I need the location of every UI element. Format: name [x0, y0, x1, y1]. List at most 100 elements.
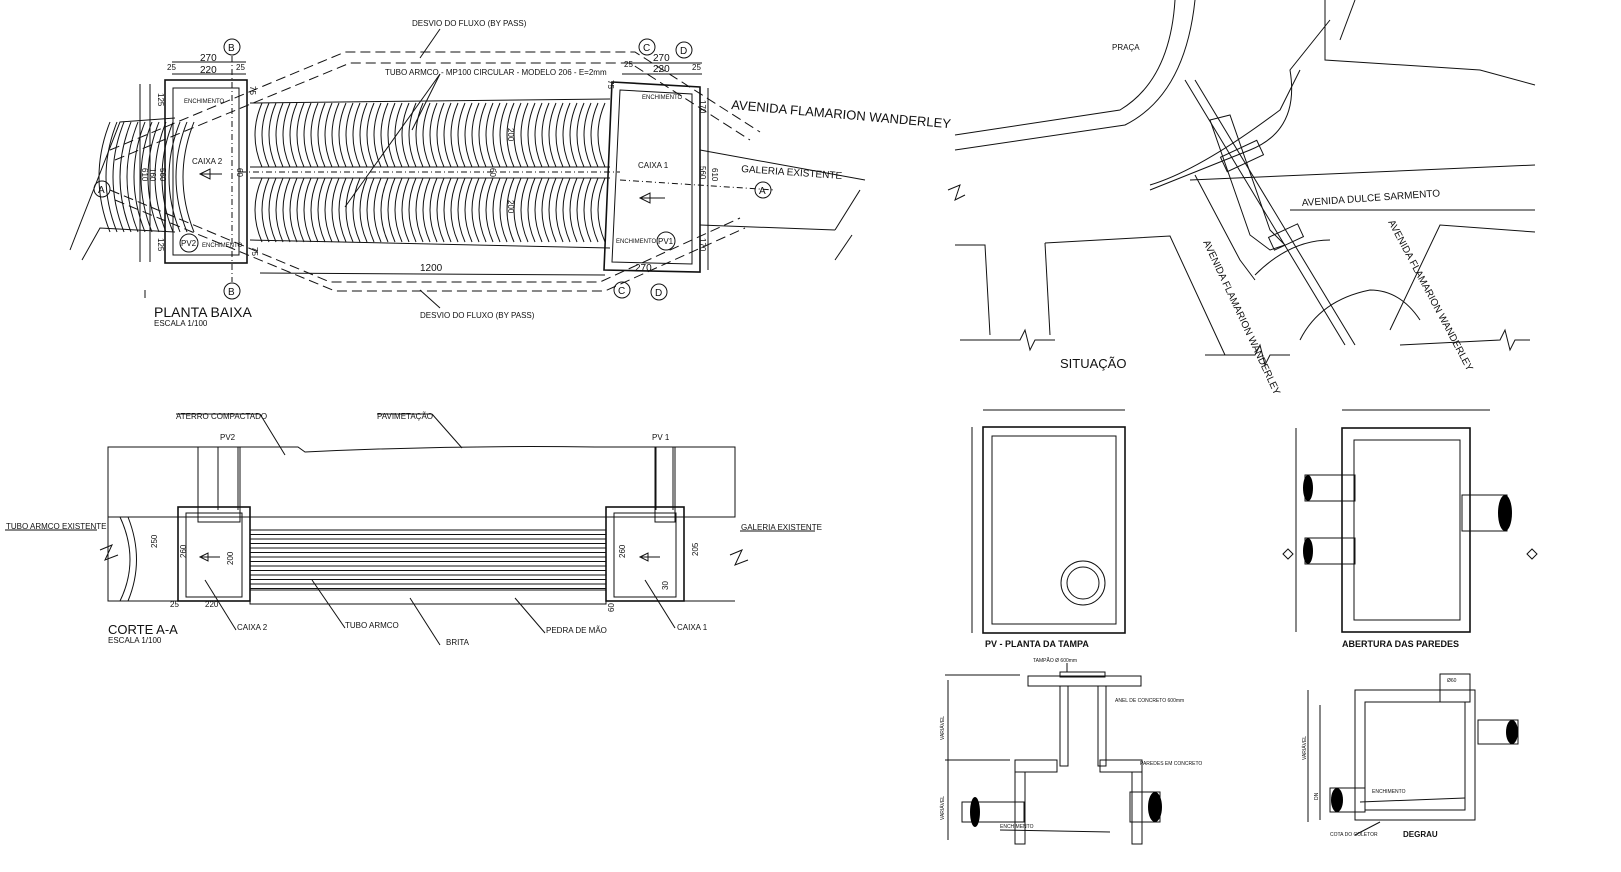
corrugation-line [436, 177, 445, 243]
dim-75: 75 [248, 86, 257, 95]
pavimentacao-label: PAVIMETAÇÃO [377, 412, 433, 421]
svg-text:C: C [618, 286, 625, 297]
dim-220: 220 [200, 65, 217, 76]
corrugation-line [387, 177, 396, 243]
corrugation-line [161, 121, 174, 233]
corrugation-line [513, 177, 522, 243]
abertura-title: ABERTURA DAS PAREDES [1342, 639, 1459, 649]
corrugation-line [583, 177, 592, 243]
dim-560: 560 [698, 166, 707, 180]
corrugation-line [471, 102, 480, 168]
dim-610: 610 [710, 168, 719, 182]
corrugation-line [331, 177, 340, 243]
corte-title: CORTE A-A [108, 622, 178, 637]
corrugation-line [345, 177, 354, 243]
paredes-label: PAREDES EM CONCRETO [1140, 761, 1202, 767]
caixa2-label: CAIXA 2 [192, 157, 223, 166]
corrugation-line [485, 177, 494, 243]
corrugation-line [254, 102, 263, 168]
praca-label: PRAÇA [1112, 43, 1140, 52]
dim-250: 250 [150, 534, 159, 548]
variavel-label: VARIÁVEL [1301, 736, 1308, 760]
avenida-label: AVENIDA FLAMARION WANDERLEY [731, 97, 952, 131]
pv2-label: PV2 [220, 433, 236, 442]
corrugation-line [401, 177, 410, 243]
tubo-armco-label: TUBO ARMCO - MP100 CIRCULAR - MODELO 206… [385, 68, 607, 77]
corrugation-line [569, 177, 578, 243]
variavel-label: VARIÁVEL [939, 716, 946, 740]
caixa1-label: CAIXA 1 [677, 623, 708, 632]
svg-text:A: A [759, 186, 766, 197]
corrugation-line [119, 121, 132, 233]
pedra-label: PEDRA DE MÃO [546, 626, 607, 635]
dim-25: 25 [170, 600, 179, 609]
corrugation-line [289, 102, 298, 168]
corrugation-line [317, 102, 326, 168]
dim-610: 610 [140, 168, 149, 182]
dim-25: 25 [692, 63, 701, 72]
corrugation-line [98, 121, 111, 233]
corrugation-line [296, 177, 305, 243]
svg-text:A: A [98, 185, 105, 196]
corrugation-line [415, 177, 424, 243]
tubo-existente-label: TUBO ARMCO EXISTENTE [6, 522, 106, 531]
dim-75: 75 [606, 80, 615, 89]
svg-text:B: B [228, 43, 235, 54]
dim-1200: 1200 [420, 263, 443, 274]
corrugation-line [373, 102, 382, 168]
corrugation-line [133, 121, 146, 233]
corrugation-line [254, 177, 263, 243]
pv-abertura-paredes: ABERTURA DAS PAREDES [1282, 409, 1538, 649]
dim-25: 25 [624, 60, 633, 69]
corrugation-line [436, 102, 445, 168]
corrugation-line [394, 102, 403, 168]
corrugation-line [562, 177, 571, 243]
corrugation-line [520, 102, 529, 168]
corrugation-line [485, 102, 494, 168]
variavel-label: VARIÁVEL [939, 796, 946, 820]
corrugation-line [296, 102, 305, 168]
corrugation-line [478, 102, 487, 168]
corrugation-line [366, 102, 375, 168]
dim-205: 205 [691, 542, 700, 556]
section-marker-c-d: C D C D [613, 38, 693, 301]
corrugation-line [261, 102, 270, 168]
corrugation-line [331, 102, 340, 168]
corrugation-line [464, 177, 473, 243]
pv1-label: PV1 [658, 237, 674, 246]
corrugation-line [464, 102, 473, 168]
bypass-label-bottom: DESVIO DO FLUXO (BY PASS) [420, 311, 535, 320]
svg-text:B: B [228, 287, 235, 298]
planta-title: PLANTA BAIXA [154, 304, 252, 320]
flamarion-label-2: AVENIDA FLAMARION WANDERLEY [1385, 218, 1474, 373]
dim-220: 220 [653, 64, 670, 75]
cota-label: COTA DO COLETOR [1330, 832, 1378, 838]
tubo-armco-label: TUBO ARMCO [345, 621, 399, 630]
dim-260: 260 [618, 544, 627, 558]
bypass-label-top: DESVIO DO FLUXO (BY PASS) [412, 19, 527, 28]
corrugation-line [126, 121, 139, 233]
corrugation-line [310, 102, 319, 168]
corrugation-line [401, 102, 410, 168]
corrugation-line [366, 177, 375, 243]
dim-170: 170 [698, 100, 707, 114]
dim-270: 270 [635, 263, 652, 274]
dulce-sarmento-label: AVENIDA DULCE SARMENTO [1301, 188, 1440, 209]
corrugation-line [303, 102, 312, 168]
corrugation-line [590, 102, 599, 168]
dim-125: 125 [156, 238, 165, 252]
corrugation-line [289, 177, 298, 243]
corte-scale: ESCALA 1/100 [108, 636, 162, 645]
corrugation-line [450, 177, 459, 243]
corrugation-line [282, 102, 291, 168]
corrugation-line [457, 177, 466, 243]
tubo-armco-hatch [98, 102, 606, 243]
corrugation-line [422, 102, 431, 168]
pv1-label: PV 1 [652, 433, 670, 442]
corrugation-line [499, 102, 508, 168]
enchimento-label: ENCHIMENTO [202, 243, 243, 249]
svg-text:D: D [680, 46, 687, 57]
dim-260: 260 [179, 544, 188, 558]
dim-25: 25 [167, 63, 176, 72]
